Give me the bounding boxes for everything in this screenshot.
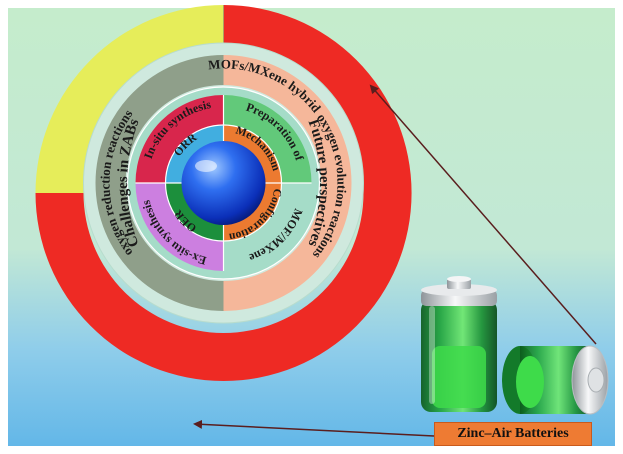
zinc-air-batteries-label: Zinc–Air Batteries: [434, 422, 592, 446]
outer-ring-segment-future-perspectives: [223, 4, 412, 382]
battery-upright: [421, 276, 497, 412]
middle-ring-left: [95, 55, 224, 311]
inner-segment-mof-mxene: [223, 183, 312, 271]
outer-ring-segment-lower-left: [35, 193, 224, 381]
middle-ring-right: [223, 55, 352, 311]
arrow-to-future-perspectives: [369, 84, 597, 345]
sphere-highlight: [195, 160, 217, 172]
center-sphere: [181, 141, 266, 225]
inner-ring-segments: [135, 95, 312, 271]
arrow-to-challenges: [193, 419, 435, 437]
inner-segment-in-situ: [135, 95, 224, 183]
middle-ring: [95, 55, 352, 311]
inner-segment-ex-situ: [135, 183, 224, 271]
battery-lying: [502, 345, 609, 415]
inner-segment-preparation: [223, 95, 312, 183]
